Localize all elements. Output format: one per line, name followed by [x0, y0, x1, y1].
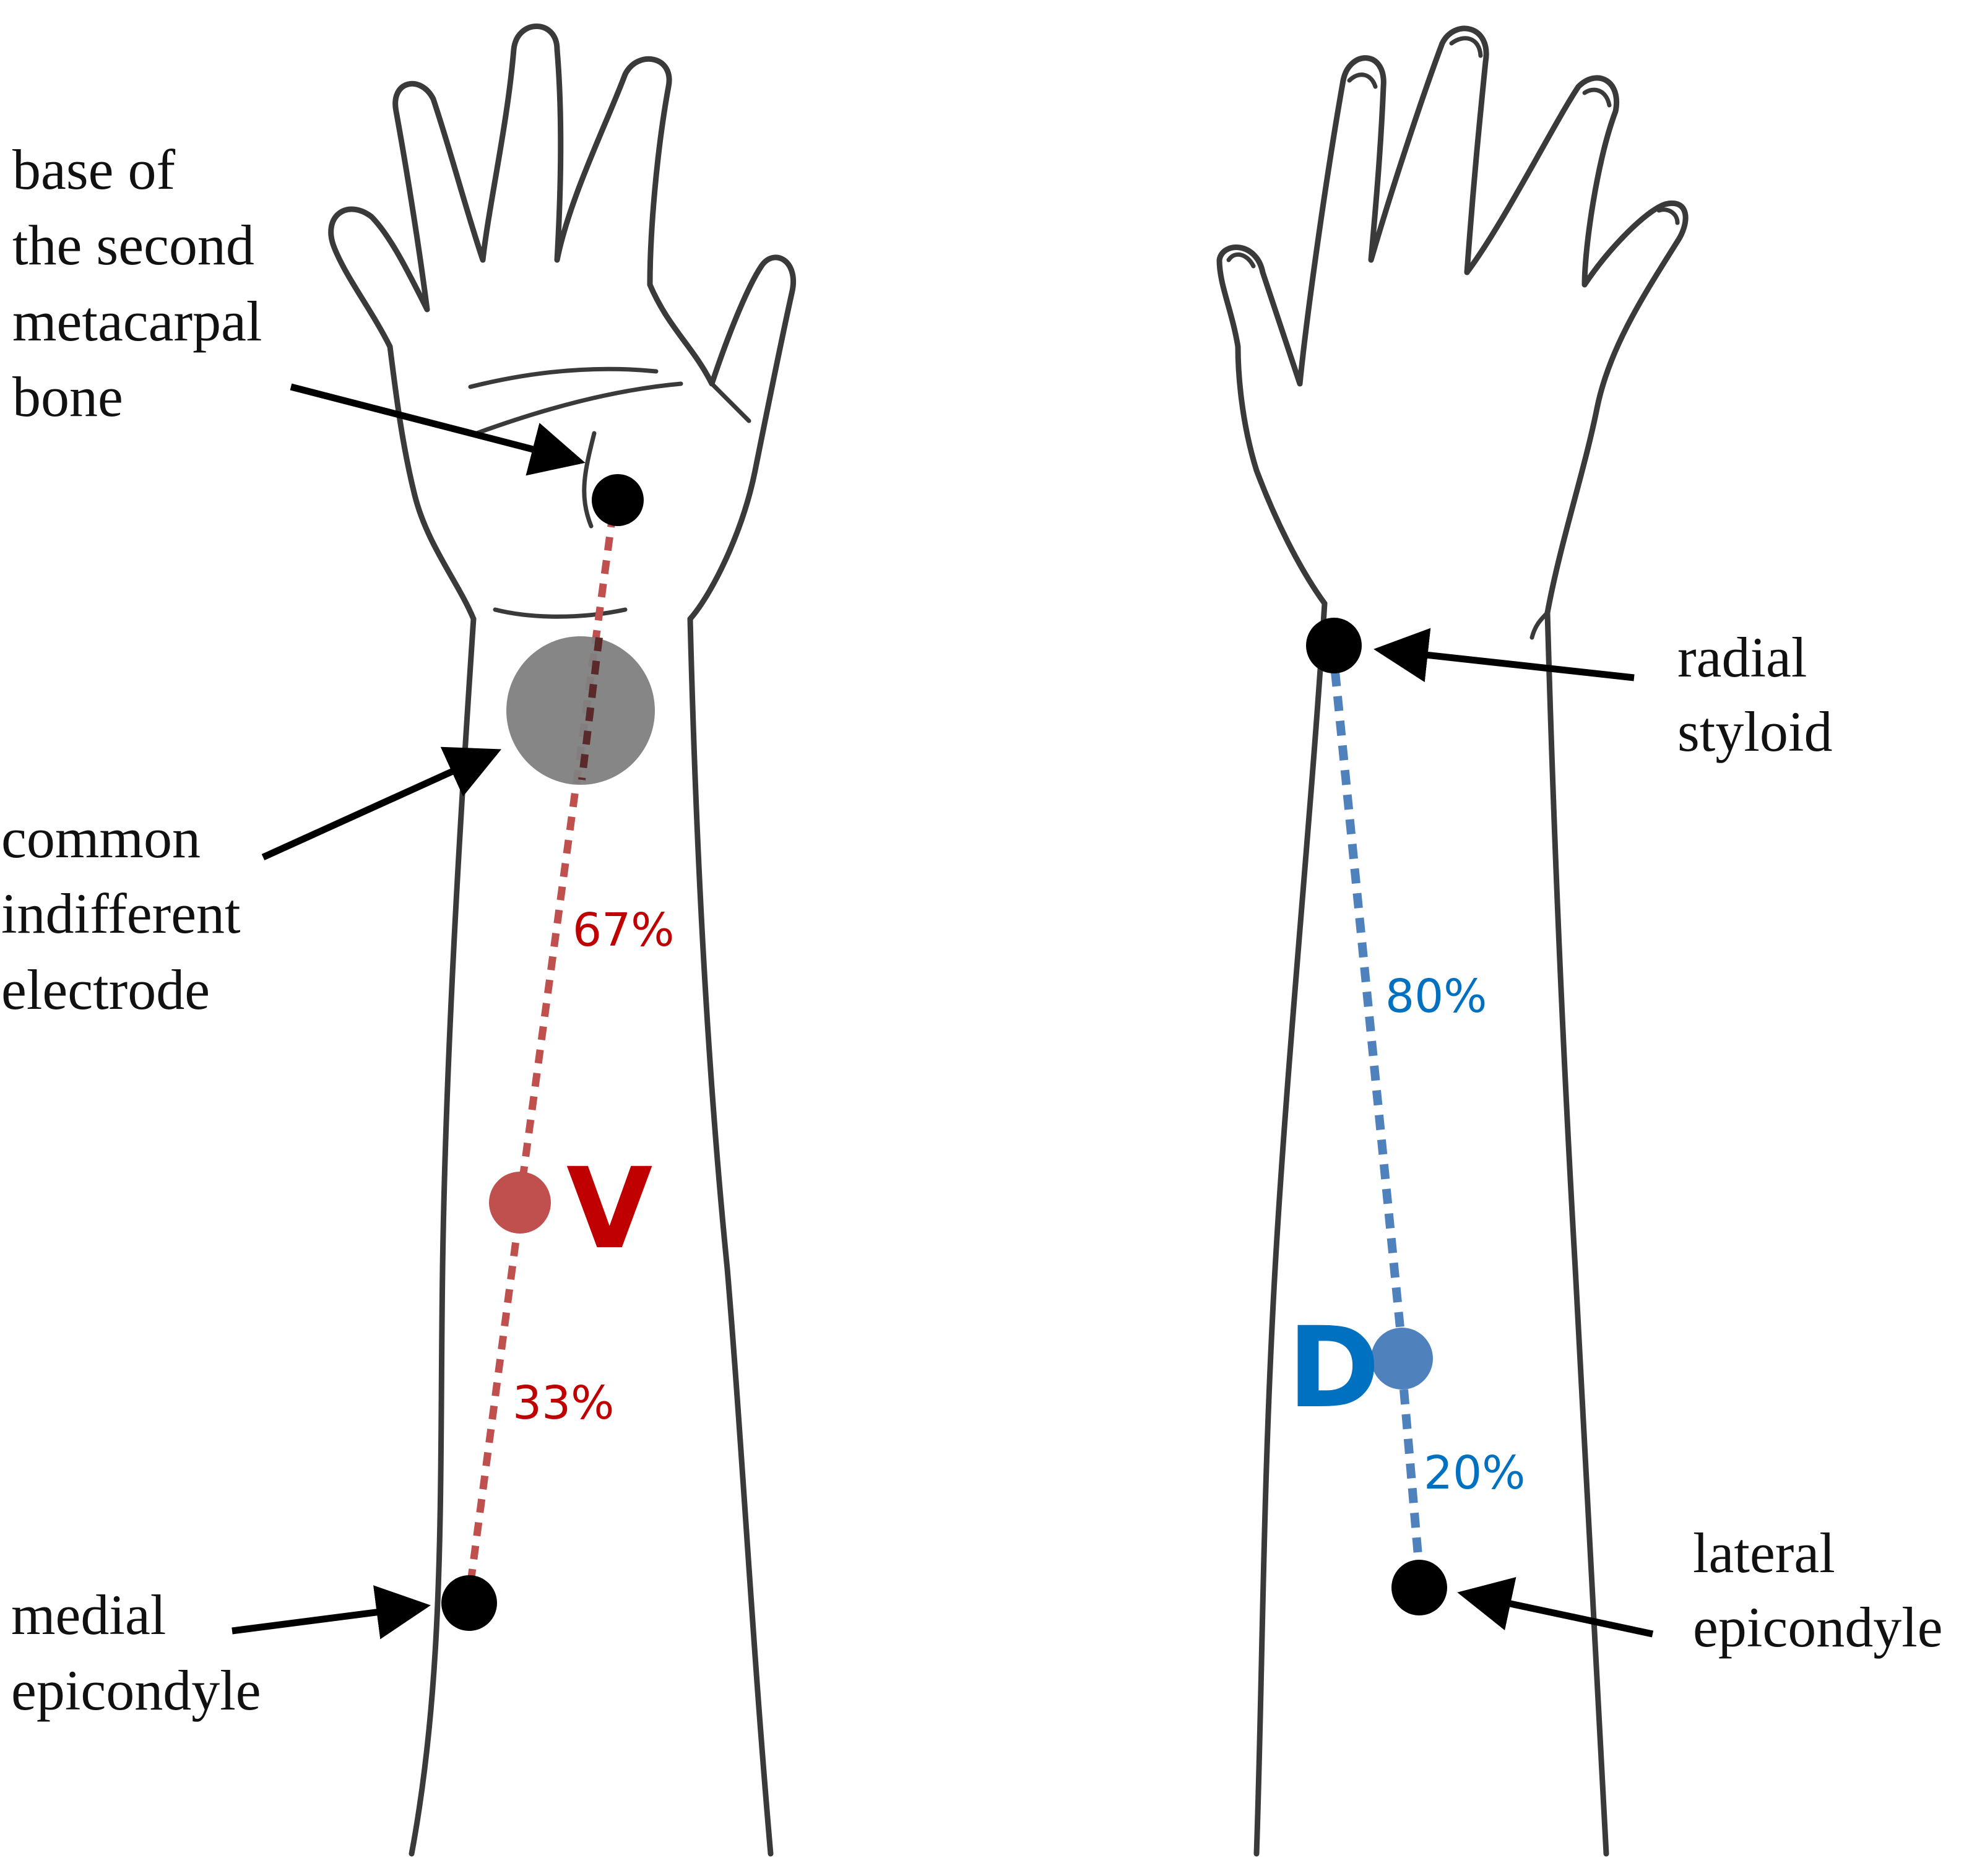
ventral-site-dot: [489, 1172, 551, 1234]
arrow-to-electrode: [261, 746, 502, 861]
arrow-to-radial-styloid: [1374, 628, 1635, 683]
dorsal-upper-segment: [1331, 671, 1404, 1328]
indifferent-electrode: [506, 636, 655, 785]
dorsal-lower-pct: 20%: [1424, 1446, 1525, 1500]
arrow-to-medial-epicondyle: [231, 1585, 431, 1640]
ventral-arm-outline: [328, 24, 796, 1857]
arrow-to-metacarpal: [290, 383, 586, 476]
ventral-site-letter: V: [566, 1144, 652, 1274]
lateral-epicondyle-dot: [1391, 1560, 1447, 1615]
ventral-palm-creases: [468, 366, 751, 619]
dorsal-arm-outline: [1216, 25, 1689, 1857]
dorsal-lower-segment: [1399, 1389, 1423, 1563]
metacarpal-landmark-dot: [592, 474, 644, 526]
medial-epicondyle-dot: [441, 1575, 497, 1631]
label-radial-styloid: radial styloid: [1677, 626, 1832, 763]
ventral-segment-over-electrode: [578, 637, 603, 780]
arrow-to-lateral-epicondyle: [1457, 1577, 1654, 1638]
label-medial-epicondyle: medial epicondyle: [11, 1583, 261, 1722]
ventral-lower-pct: 33%: [513, 1377, 614, 1430]
ventral-upper-segment: [518, 513, 616, 1186]
dorsal-site-letter: D: [1287, 1303, 1380, 1433]
label-lateral-epicondyle: lateral epicondyle: [1693, 1521, 1943, 1659]
label-metacarpal: base of the second metacarpal bone: [12, 138, 277, 428]
label-indifferent-electrode: common indifferent electrode: [1, 806, 255, 1021]
ventral-upper-pct: 67%: [573, 904, 674, 957]
radial-styloid-dot: [1306, 618, 1362, 673]
dorsal-upper-pct: 80%: [1385, 970, 1487, 1023]
ventral-lower-segment: [467, 1219, 522, 1585]
dorsal-knuckle-creases: [1226, 36, 1680, 640]
dorsal-site-dot: [1371, 1328, 1433, 1390]
